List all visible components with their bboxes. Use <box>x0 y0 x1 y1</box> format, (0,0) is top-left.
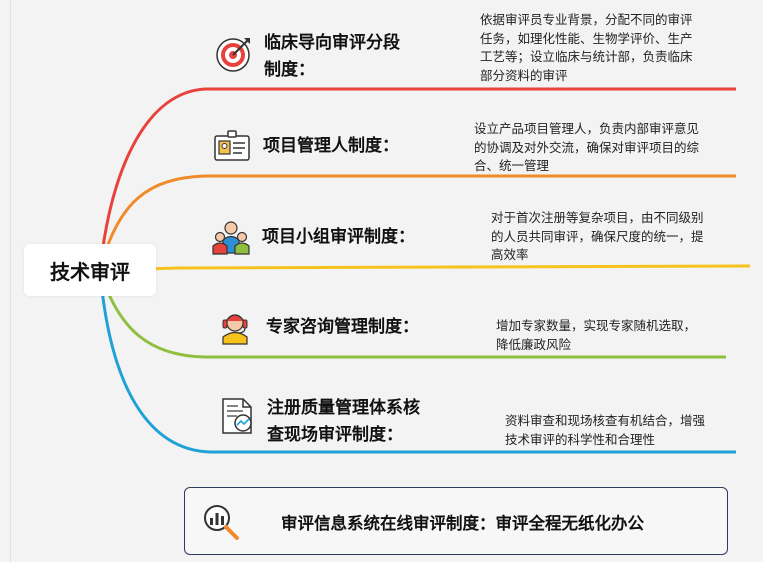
branch-1-title: 临床导向审评分段 制度： <box>264 30 400 84</box>
branch-3-desc-line-2: 的人员共同审评，确保尺度的统一，提 <box>491 228 704 244</box>
branch-3-description: 对于首次注册等复杂项目，由不同级别 的人员共同审评，确保尺度的统一，提 高效率 <box>491 209 704 265</box>
branch-5-desc-line-2: 技术审评的科学性和合理性 <box>505 431 656 447</box>
magnifier-chart-icon <box>204 505 239 540</box>
branch-curve-3 <box>99 264 751 272</box>
document-chart-icon <box>222 398 252 434</box>
branch-1-desc-line-2: 任务，如理化性能、生物学评价、生产 <box>480 30 693 46</box>
branch-1-desc-line-4: 部分资料的审评 <box>480 67 568 83</box>
branch-3-title-line-1: 项目小组审评制度： <box>262 227 415 247</box>
target-icon <box>216 38 250 72</box>
team-icon <box>212 221 250 255</box>
branch-4-desc-line-2: 降低廉政风险 <box>496 336 572 352</box>
branch-2-desc-line-3: 合、统一管理 <box>474 158 550 173</box>
branch-1-desc-line-1: 依据审评员专业背景，分配不同的审评 <box>480 12 693 27</box>
branch-4-description: 增加专家数量，实现专家随机选取， 降低廉政风险 <box>496 317 696 354</box>
branch-5-title-line-1: 注册质量管理体系核 <box>267 398 420 418</box>
online-review-system-box: 审评信息系统在线审评制度：审评全程无纸化办公 <box>184 487 728 555</box>
branch-2-title-line-1: 项目管理人制度： <box>263 136 399 156</box>
page-edge-rule <box>10 0 11 562</box>
id-card-icon <box>214 130 250 161</box>
online-review-system-text: 审评信息系统在线审评制度：审评全程无纸化办公 <box>281 514 644 533</box>
branch-5-title: 注册质量管理体系核 查现场审评制度： <box>267 395 420 449</box>
branch-2-title: 项目管理人制度： <box>263 133 399 160</box>
branch-5-title-line-2: 查现场审评制度： <box>267 425 403 445</box>
branch-5-desc-line-1: 资料审查和现场核查有机结合，增强 <box>505 413 706 428</box>
branch-2-desc-line-1: 设立产品项目管理人，负责内部审评意见 <box>474 121 700 136</box>
branch-1-title-line-1: 临床导向审评分段 <box>264 33 400 53</box>
branch-1-description: 依据审评员专业背景，分配不同的审评 任务，如理化性能、生物学评价、生产 工艺等；… <box>480 11 693 85</box>
branch-5-description: 资料审查和现场核查有机结合，增强 技术审评的科学性和合理性 <box>505 412 705 449</box>
center-label: 技术审评 <box>50 259 130 284</box>
branch-3-desc-line-1: 对于首次注册等复杂项目，由不同级别 <box>491 210 704 225</box>
branch-1-desc-line-3: 工艺等；设立临床与统计部，负责临床 <box>480 49 693 64</box>
branch-1-title-line-2: 制度： <box>264 60 315 80</box>
branch-curve-5 <box>98 269 736 454</box>
center-node[interactable]: 技术审评 <box>24 244 156 296</box>
branch-4-desc-line-1: 增加专家数量，实现专家随机选取， <box>496 318 697 333</box>
branch-4-title-line-1: 专家咨询管理制度： <box>266 317 419 337</box>
branch-curve-1 <box>98 87 736 271</box>
expert-headset-icon <box>222 314 248 345</box>
branch-2-description: 设立产品项目管理人，负责内部审评意见 的协调及对外交流，确保对审评项目的综 合、… <box>474 120 699 176</box>
branch-3-title: 项目小组审评制度： <box>262 224 415 251</box>
branch-2-desc-line-2: 的协调及对外交流，确保对审评项目的综 <box>474 139 700 155</box>
branch-3-desc-line-3: 高效率 <box>491 247 529 262</box>
branch-4-title: 专家咨询管理制度： <box>266 314 419 341</box>
